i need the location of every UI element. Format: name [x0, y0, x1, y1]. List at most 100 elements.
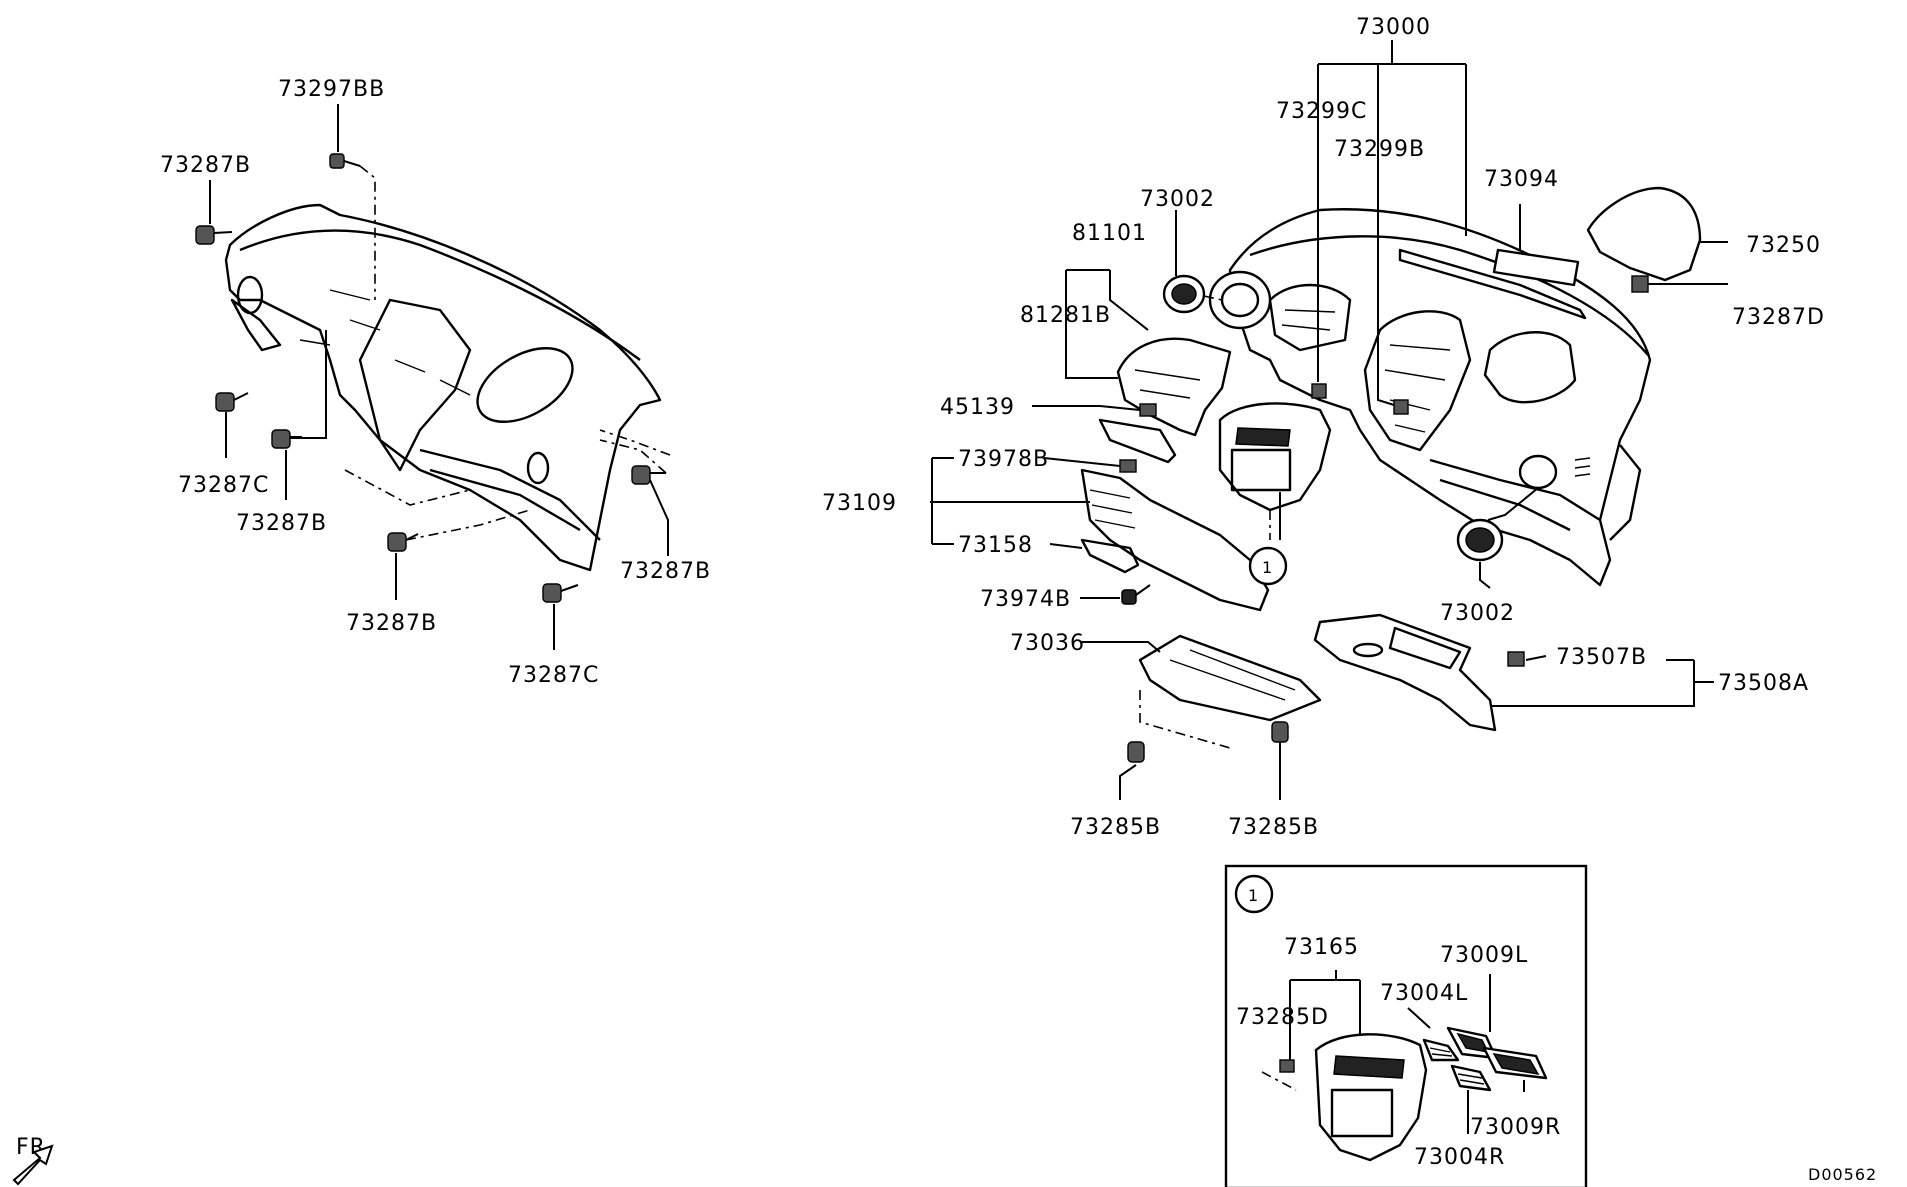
- bolt-73287B-top-icon: [195, 225, 233, 245]
- main-panel-cluster-hood: [1268, 283, 1352, 352]
- detail-clip-73285D-icon: [1279, 1059, 1295, 1073]
- label-73299C: 73299C: [1276, 99, 1367, 124]
- center-panel-vents: [1235, 427, 1291, 447]
- under-cover-73036: [1138, 634, 1322, 722]
- main-panel-stack-detail: [1384, 344, 1451, 433]
- label-73508A: 73508A: [1718, 671, 1809, 696]
- right-leaders: [930, 40, 1728, 800]
- front-arrow-icon: [12, 1144, 54, 1186]
- front-orientation-marker: FR: [12, 1135, 54, 1186]
- callout-1-marker: 1: [1248, 546, 1288, 586]
- label-73158: 73158: [958, 533, 1033, 558]
- clip-73285B-left-icon: [1127, 741, 1145, 763]
- label-81101: 81101: [1072, 221, 1147, 246]
- bolt-73287B-right-icon: [631, 465, 666, 485]
- center-panel-73165: [1218, 402, 1332, 512]
- label-45139: 45139: [940, 395, 1015, 420]
- switch-73299C-icon: [1311, 383, 1327, 399]
- left-panel-lower-beam: [419, 448, 601, 541]
- damper-73507B-icon: [1507, 651, 1525, 667]
- bolt-73287C-bottom-icon: [542, 583, 579, 603]
- clip-73978B-icon: [1119, 459, 1137, 473]
- detail-vent-73004L-icon: [1422, 1038, 1460, 1062]
- center-panel-screen: [1230, 448, 1292, 492]
- left-panel-top-edge: [239, 229, 641, 361]
- label-73250: 73250: [1746, 233, 1821, 258]
- vent-73002-bottom-icon: [1456, 518, 1504, 562]
- glove-box-handle: [1352, 642, 1384, 658]
- clip-73285B-right-icon: [1271, 721, 1289, 743]
- left-fasteners: [195, 153, 666, 603]
- detail-center-vents: [1333, 1055, 1405, 1079]
- label-73002-b: 73002: [1440, 601, 1515, 626]
- detail-vent-73004R-icon: [1450, 1064, 1492, 1092]
- label-73165: 73165: [1284, 935, 1359, 960]
- main-panel-left-vent-inner: [1220, 282, 1260, 318]
- main-panel-glovebox-window: [1483, 331, 1577, 404]
- label-73287B-a: 73287B: [160, 153, 251, 178]
- detail-callout-text: 1: [1248, 886, 1259, 905]
- label-73287C-b: 73287C: [508, 663, 599, 688]
- label-73036: 73036: [1010, 631, 1085, 656]
- main-panel-lower-right: [1429, 458, 1601, 532]
- diagram-id: D00562: [1808, 1165, 1877, 1184]
- label-73297BB: 73297BB: [278, 77, 385, 102]
- under-cover-detail: [1169, 649, 1296, 701]
- main-panel-outline: [1228, 208, 1652, 587]
- label-73094: 73094: [1484, 167, 1559, 192]
- clip-45139-icon: [1139, 403, 1157, 417]
- label-73285B-b: 73285B: [1228, 815, 1319, 840]
- label-73004R: 73004R: [1414, 1145, 1505, 1170]
- label-73009R: 73009R: [1470, 1115, 1561, 1140]
- clip-73287D-icon: [1631, 275, 1649, 293]
- label-73299B: 73299B: [1334, 137, 1425, 162]
- detail-center-screen: [1330, 1088, 1394, 1138]
- label-73287B-c: 73287B: [346, 611, 437, 636]
- label-73285D: 73285D: [1236, 1005, 1329, 1030]
- screw-73974B-icon: [1121, 584, 1151, 605]
- lower-panel-cover-73158: [1080, 538, 1140, 574]
- label-73109: 73109: [822, 491, 897, 516]
- left-panel-outline: [224, 203, 662, 572]
- glove-box-73508A: [1313, 613, 1497, 732]
- label-73002-a: 73002: [1140, 187, 1215, 212]
- label-73004L: 73004L: [1380, 981, 1468, 1006]
- label-73978B: 73978B: [958, 447, 1049, 472]
- label-73974B: 73974B: [980, 587, 1071, 612]
- detail-box: 1 7316: [1224, 864, 1588, 1187]
- cluster-bezel-detail: [1134, 369, 1201, 399]
- left-panel-side-bracket: [230, 298, 282, 352]
- left-leaders: [209, 104, 671, 650]
- main-panel-right-vent: [1518, 454, 1558, 490]
- label-73507B: 73507B: [1556, 645, 1647, 670]
- right-labels: 73000 73299C 73299B 73002 73094 73250 73…: [822, 15, 1825, 840]
- label-73009L: 73009L: [1440, 943, 1528, 968]
- label-73287B-b: 73287B: [236, 511, 327, 536]
- label-73285B-a: 73285B: [1070, 815, 1161, 840]
- bolt-73287C-left-icon: [215, 392, 249, 412]
- callout-1-text: 1: [1262, 558, 1273, 577]
- bracket-45139: [1098, 418, 1177, 464]
- cluster-bezel-81101: [1116, 337, 1232, 437]
- main-panel-cluster-detail: [1281, 309, 1336, 331]
- label-81281B: 81281B: [1020, 303, 1111, 328]
- main-panel-center-stack: [1363, 310, 1472, 452]
- detail-callout-marker: 1: [1234, 874, 1274, 914]
- main-panel-defroster: [1398, 248, 1587, 320]
- label-73000: 73000: [1356, 15, 1431, 40]
- left-panel-vent-hole-right: [526, 451, 550, 485]
- label-73287D: 73287D: [1732, 305, 1825, 330]
- left-labels: 73297BB 73287B 73287C 73287B 73287B 7328…: [160, 77, 710, 688]
- lower-panel-73109: [1080, 468, 1270, 612]
- bolt-73297BB-icon: [329, 153, 361, 169]
- left-panel-glovebox-opening: [476, 347, 574, 423]
- plate-73094: [1492, 248, 1580, 287]
- bolt-73287B-low-icon: [387, 532, 419, 552]
- vent-73002-top-icon: [1162, 274, 1206, 314]
- glove-box-inner: [1388, 626, 1462, 670]
- switch-73299B-icon: [1393, 399, 1409, 415]
- left-panel-detail-lines: [299, 289, 471, 396]
- lower-panel-switches: [1089, 489, 1136, 529]
- left-panel-center-bracket: [358, 298, 472, 472]
